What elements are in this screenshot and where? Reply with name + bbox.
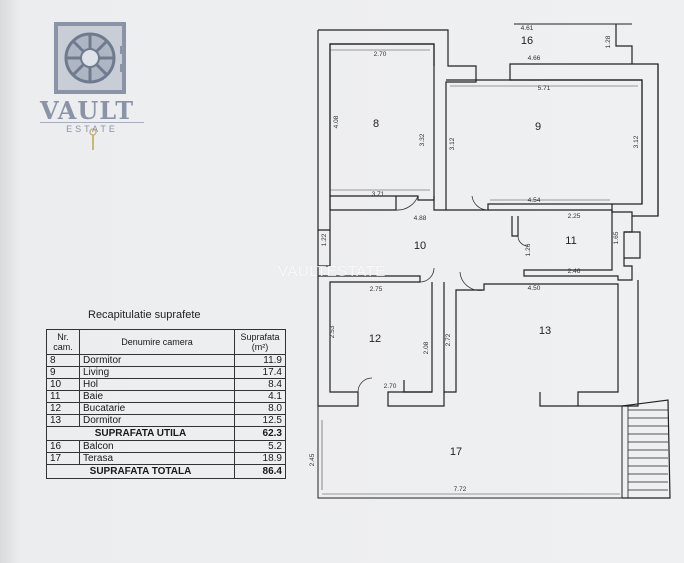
dim-label: 1.26	[525, 243, 532, 256]
dim-label: 2.08	[423, 341, 430, 354]
dim-label: 3.12	[633, 135, 640, 148]
dim-label: 3.32	[419, 133, 426, 146]
cell-name: Balcon	[79, 440, 235, 453]
cell-name: Terasa	[79, 452, 235, 465]
cell-name: Living	[79, 366, 235, 379]
dim-label: 2.70	[384, 383, 397, 390]
cell-area: 8.0	[234, 402, 286, 415]
cell-nr: 10	[46, 378, 80, 391]
col-header-nr: Nr. cam.	[46, 329, 80, 355]
cell-nr: 12	[46, 402, 80, 415]
dim-label: 3.12	[449, 137, 456, 150]
room-label-16: 16	[521, 35, 533, 47]
cell-nr: 17	[46, 452, 80, 465]
cell-name: Bucatarie	[79, 402, 235, 415]
cell-nr: 13	[46, 414, 80, 427]
col-header-name: Denumire camera	[79, 329, 235, 355]
dim-label: 2.25	[568, 213, 581, 220]
dim-label: 1.65	[613, 231, 620, 244]
col-header-area: Suprafata (m²)	[234, 329, 286, 355]
cell-name: Dormitor	[79, 354, 235, 367]
total-value: 86.4	[234, 464, 286, 479]
dim-label: 4.66	[528, 55, 541, 62]
dim-label: 1.28	[605, 35, 612, 48]
dim-label: 4.54	[528, 197, 541, 204]
recap-title: Recapitulatie suprafete	[88, 309, 201, 321]
logo-subtitle: ESTATE	[40, 122, 144, 134]
watermark-text: VAULTESTATE	[278, 263, 386, 280]
cell-name: Baie	[79, 390, 235, 403]
room-label-10: 10	[414, 240, 426, 252]
dim-label: 4.88	[414, 215, 427, 222]
room-label-13: 13	[539, 325, 551, 337]
cell-name: Hol	[79, 378, 235, 391]
total-label: SUPRAFATA TOTALA	[46, 464, 235, 479]
dim-label: 3.71	[372, 191, 385, 198]
dim-label: 1.22	[321, 233, 328, 246]
subtotal-label: SUPRAFATA UTILA	[46, 426, 235, 441]
dim-label: 2.72	[445, 333, 452, 346]
cell-area: 8.4	[234, 378, 286, 391]
surface-table: Nr. cam. Denumire camera Suprafata (m²) …	[46, 329, 286, 479]
cell-nr: 8	[46, 354, 80, 367]
room-label-11: 11	[565, 235, 576, 247]
dim-label: 2.46	[568, 268, 581, 275]
cell-area: 12.5	[234, 414, 286, 427]
room-label-9: 9	[535, 121, 541, 133]
dim-label: 2.53	[329, 325, 336, 338]
dim-label: 4.61	[521, 25, 534, 32]
cell-nr: 11	[46, 390, 80, 403]
cell-area: 5.2	[234, 440, 286, 453]
cell-area: 17.4	[234, 366, 286, 379]
room-label-12: 12	[369, 333, 381, 345]
cell-nr: 9	[46, 366, 80, 379]
cell-area: 18.9	[234, 452, 286, 465]
dim-label: 7.72	[454, 486, 467, 493]
vault-logo-icon	[54, 22, 126, 150]
cell-nr: 16	[46, 440, 80, 453]
dim-label: 2.45	[309, 453, 316, 466]
dim-label: 4.08	[333, 115, 340, 128]
table-header-row: Nr. cam. Denumire camera Suprafata (m²)	[46, 329, 286, 355]
cell-area: 4.1	[234, 390, 286, 403]
room-label-8: 8	[373, 118, 379, 130]
dim-label: 2.70	[374, 51, 387, 58]
dim-label: 5.71	[538, 85, 551, 92]
cell-area: 11.9	[234, 354, 286, 367]
cell-name: Dormitor	[79, 414, 235, 427]
dim-label: 4.50	[528, 285, 541, 292]
dim-label: 2.75	[370, 286, 383, 293]
room-label-17: 17	[450, 446, 462, 458]
subtotal-value: 62.3	[234, 426, 286, 441]
logo-wordmark: VAULT	[40, 96, 135, 125]
